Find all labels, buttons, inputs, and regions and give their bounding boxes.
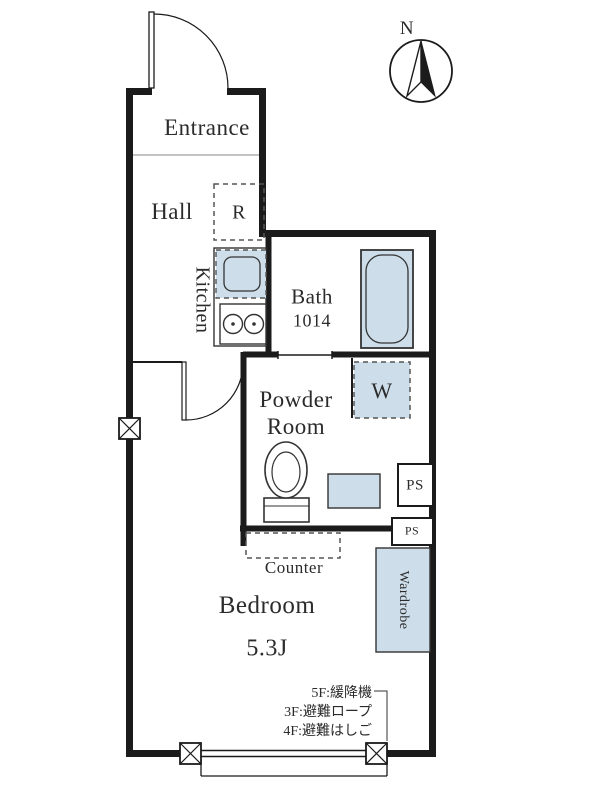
ps-lower-box — [391, 517, 434, 546]
window — [201, 749, 366, 758]
pillar-icons — [118, 417, 388, 765]
compass-icon — [389, 39, 453, 103]
note-leader-line — [374, 690, 388, 741]
wardrobe-label: Wardrobe — [396, 570, 411, 630]
bath-label: Bath — [291, 284, 333, 309]
interior-walls — [132, 236, 433, 546]
north-label: N — [399, 18, 415, 39]
counter-label: Counter — [264, 558, 324, 577]
evacuation-note-4f: 4F:避難はしご — [283, 724, 372, 739]
ps-upper-label: PS — [406, 477, 424, 494]
refrigerator-space — [213, 183, 265, 241]
entrance-door — [148, 11, 229, 89]
bath-size-label: 1014 — [293, 310, 331, 331]
counter-outline — [245, 532, 341, 559]
bathtub — [360, 249, 414, 349]
bedroom-size-label: 5.3J — [246, 635, 288, 662]
evacuation-notes: 5F:緩降機 3F:避難ロープ 4F:避難はしご — [152, 684, 372, 741]
toilet — [263, 441, 310, 523]
washer-space — [353, 361, 411, 419]
evacuation-note-3f: 3F:避難ロープ — [284, 705, 372, 720]
hall-door — [181, 361, 244, 421]
washbasin — [327, 473, 381, 509]
kitchen-counter — [213, 247, 267, 347]
washer-label: W — [371, 378, 393, 403]
entrance-label: Entrance — [164, 115, 250, 140]
wardrobe-box — [375, 547, 431, 653]
kitchen-label: Kitchen — [191, 266, 214, 334]
refrigerator-label: R — [232, 201, 246, 224]
powder-room-label-line1: Powder — [259, 387, 333, 412]
bedroom-label: Bedroom — [218, 592, 316, 619]
bath-door — [277, 351, 333, 359]
balcony-line — [200, 760, 388, 777]
evacuation-note-5f: 5F:緩降機 — [311, 686, 372, 701]
ps-lower-label: PS — [404, 523, 420, 538]
powder-room-label-line2: Room — [266, 414, 326, 439]
ps-upper-box — [397, 463, 434, 507]
hall-label: Hall — [151, 199, 193, 224]
